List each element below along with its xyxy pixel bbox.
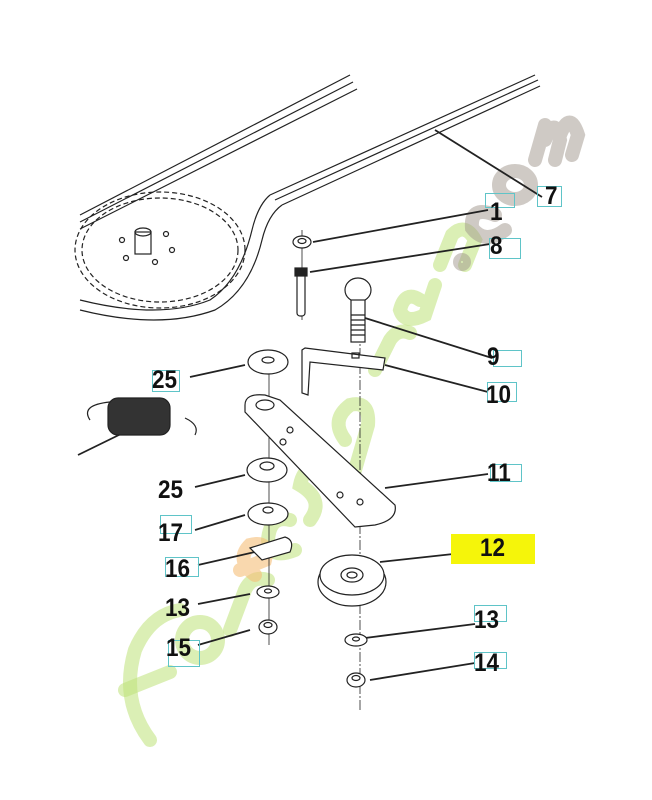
part-label-8[interactable]: 8 — [490, 232, 503, 260]
pulley-hub — [118, 227, 176, 266]
callout-box-16 — [165, 557, 199, 577]
part-label-9[interactable]: 9 — [487, 343, 500, 371]
callout-box-13 — [474, 605, 507, 622]
washer-13-right — [344, 633, 368, 647]
callout-box-7 — [537, 186, 562, 207]
bracket-10 — [301, 347, 386, 396]
drive-belt — [74, 74, 541, 321]
callout-box-17 — [160, 515, 192, 534]
washer-13-left — [256, 585, 280, 599]
washer-17 — [247, 502, 289, 526]
part-label-14[interactable]: 14 — [474, 649, 500, 677]
part-label-1[interactable]: 1 — [490, 198, 503, 226]
part-label-7[interactable]: 7 — [545, 182, 558, 210]
callout-box-14 — [474, 652, 507, 669]
spring — [86, 397, 197, 436]
callout-box-15 — [168, 640, 200, 667]
callout-box-10 — [487, 382, 517, 402]
part-label-13-right[interactable]: 13 — [474, 606, 500, 634]
part-label-25-bottom[interactable]: 25 — [158, 476, 184, 504]
idler-arm-11 — [244, 394, 396, 528]
clip-16 — [248, 536, 293, 561]
callout-box-8 — [489, 238, 521, 259]
highlight-box-12 — [451, 534, 535, 564]
callout-box-25 — [152, 370, 180, 392]
callout-box-9 — [493, 350, 522, 367]
washer-25-bottom — [246, 457, 288, 483]
part-label-13-left[interactable]: 13 — [165, 594, 191, 622]
pin-8 — [294, 267, 308, 317]
carriage-bolt-9 — [344, 277, 372, 343]
nut-15 — [258, 619, 278, 635]
washer-25-top — [247, 349, 289, 375]
part-label-16[interactable]: 16 — [165, 555, 191, 583]
part-label-25-top[interactable]: 25 — [152, 366, 178, 394]
part-label-17[interactable]: 17 — [158, 519, 184, 547]
callout-box-11 — [490, 464, 522, 482]
nut-14 — [346, 672, 366, 688]
part-label-15[interactable]: 15 — [166, 634, 192, 662]
idler-pulley-12 — [317, 554, 387, 607]
callout-box-1 — [485, 193, 515, 208]
nut-1 — [292, 235, 312, 249]
part-label-11[interactable]: 11 — [487, 459, 511, 487]
part-label-10[interactable]: 10 — [486, 381, 512, 409]
part-label-12[interactable]: 12 — [480, 534, 506, 562]
leader-lines — [77, 129, 543, 681]
